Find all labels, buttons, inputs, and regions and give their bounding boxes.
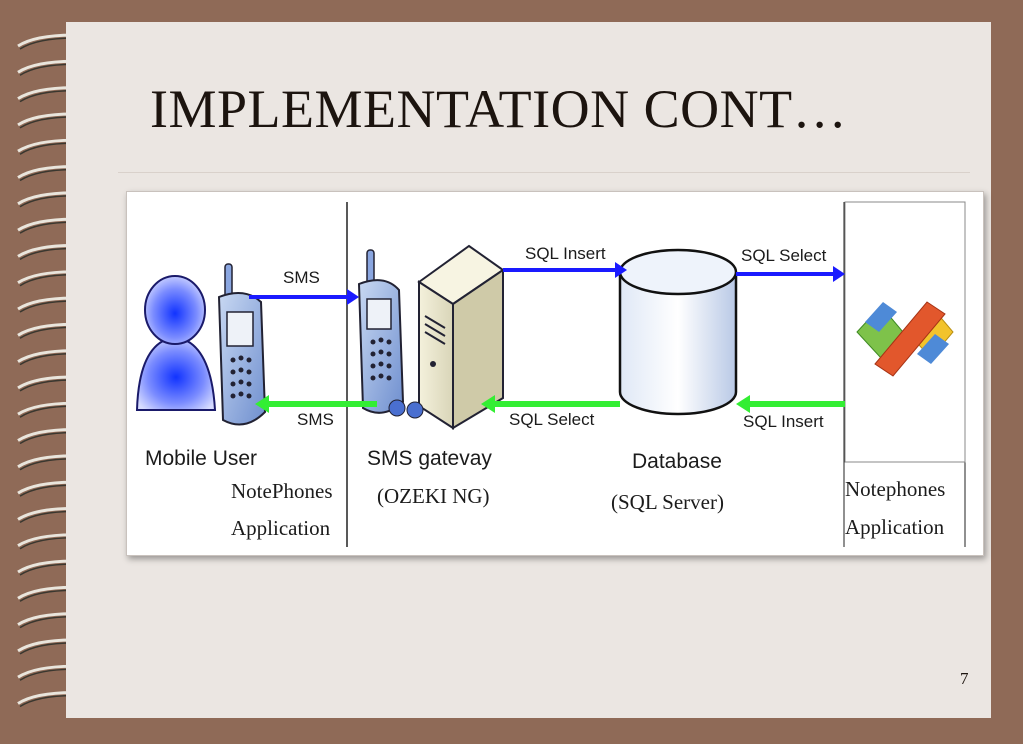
arrow-sms-to-user — [255, 395, 377, 413]
application-logo-icon — [856, 301, 954, 377]
arrow-sms-to-gateway — [249, 289, 359, 305]
arrow-sql-insert-to-db — [736, 395, 845, 413]
database-icon — [618, 248, 738, 416]
title-divider — [118, 172, 970, 173]
gateway-phone-icon — [357, 249, 405, 414]
node-label-database: Database — [632, 450, 722, 473]
edge-label-sql-select-bottom: SQL Select — [509, 410, 595, 429]
server-icon — [388, 244, 505, 430]
node-label-sql-server: (SQL Server) — [611, 490, 724, 514]
node-label-notephones-right-2: Application — [845, 515, 945, 539]
page-number: 7 — [960, 669, 969, 688]
edge-label-sql-insert-bottom: SQL Insert — [743, 412, 824, 431]
slide-title: IMPLEMENTATION CONT… — [150, 79, 848, 139]
architecture-diagram: SMS SMS SQL Insert SQL Select SQL Select… — [126, 191, 984, 556]
edge-label-sql-select-top: SQL Select — [741, 246, 827, 265]
arrow-sql-select-to-app — [736, 266, 845, 282]
node-label-notephones-left-1: NotePhones — [231, 479, 333, 503]
edge-label-sms-top: SMS — [283, 268, 320, 287]
diagram-graphics — [135, 201, 966, 547]
arrow-sql-select-to-gateway — [481, 395, 620, 413]
node-label-sms-gateway: SMS gatevay — [367, 447, 492, 470]
node-label-notephones-left-2: Application — [231, 516, 331, 540]
phone-icon — [217, 263, 267, 426]
arrow-sql-insert — [503, 262, 627, 278]
user-icon — [135, 275, 217, 411]
node-label-notephones-right-1: Notephones — [845, 477, 946, 501]
edge-label-sms-bottom: SMS — [297, 410, 334, 429]
edge-label-sql-insert-top: SQL Insert — [525, 244, 606, 263]
node-label-ozeki: (OZEKI NG) — [377, 484, 490, 508]
node-label-mobile-user: Mobile User — [145, 447, 258, 470]
